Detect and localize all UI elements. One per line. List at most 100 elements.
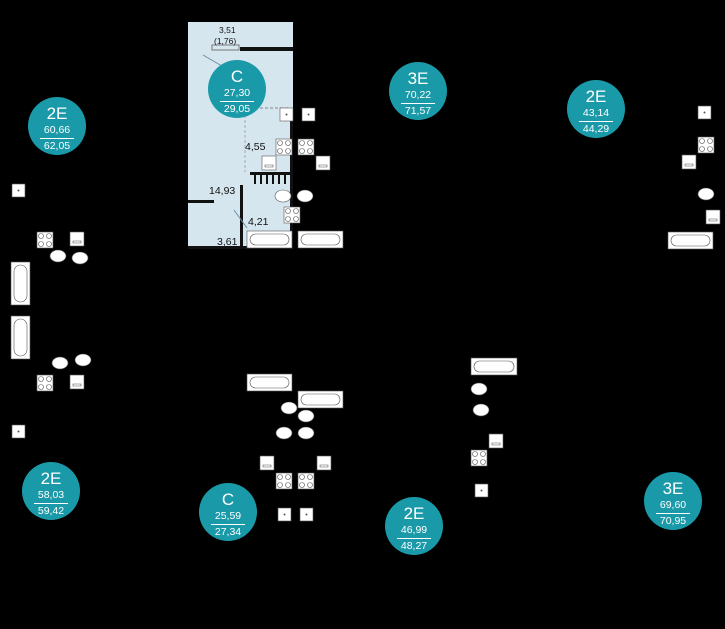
burner-icon [299,140,305,146]
toilet-icon [49,249,67,263]
burner-icon [707,138,713,144]
unit-total-area: 71,57 [404,104,432,117]
burner-icon [699,138,705,144]
room-area-bath: 4,21 [248,216,269,228]
unit-living-area: 46,99 [397,525,431,539]
unit-total-area: 29,05 [223,102,251,115]
unit-living-area: 43,14 [579,108,613,122]
bathtub-inner-icon [670,234,711,247]
toilet-icon [472,403,490,417]
bathtub-icon [246,373,293,392]
bathtub-inner-icon [13,318,28,357]
washbasin-bowl-icon [318,164,328,168]
burner-icon [699,146,705,152]
burner-icon [38,384,44,390]
washbasin-icon [259,455,275,471]
unit-total-area: 27,34 [214,525,242,538]
drain-icon [305,513,308,516]
drain-icon [480,489,483,492]
burner-icon [299,474,305,480]
burner-icon [480,451,486,457]
stove-icon [36,374,54,392]
unit-code: 3E [407,69,429,88]
toilet-icon [297,426,315,440]
unit-badge-c-bottom[interactable]: C 25,59 27,34 [199,483,257,541]
stove-icon [297,138,315,156]
toilet-icon [74,353,92,367]
drain-icon [703,111,706,114]
washbasin-icon [69,231,85,247]
burner-icon [285,208,291,214]
drain-icon [285,113,288,116]
room-area-loggia-reduced: (1,76) [214,36,237,46]
washbasin-bowl-icon [72,240,82,244]
bathtub-icon [667,231,714,250]
toilet-icon [297,409,315,423]
burner-icon [472,459,478,465]
washbasin-icon [69,374,85,390]
unit-living-area: 58,03 [34,490,68,504]
burner-icon [46,376,52,382]
unit-badge-3e-top[interactable]: 3E 70,22 71,57 [389,62,447,120]
drain-icon [17,430,20,433]
washbasin-icon [261,155,277,171]
unit-badge-2e-left[interactable]: 2E 60,66 62,05 [28,97,86,155]
drain-icon [17,189,20,192]
unit-code: 2E [403,504,425,523]
burner-icon [277,140,283,146]
unit-code: C [221,490,235,509]
burner-icon [307,482,313,488]
unit-badge-2e-top-right[interactable]: 2E 43,14 44,29 [567,80,625,138]
bathtub-inner-icon [13,264,28,303]
wall [188,200,214,203]
unit-badge-2e-bottom-left[interactable]: 2E 58,03 59,42 [22,462,80,520]
toilet-icon [296,189,314,203]
unit-code: 2E [40,469,62,488]
bathtub-icon [10,315,31,360]
drain-icon [307,113,310,116]
loggia-railing [211,44,240,51]
room-area-kitchen: 4,55 [245,141,266,153]
loggia-line [202,54,223,67]
burner-icon [285,482,291,488]
burner-icon [480,459,486,465]
burner-icon [277,148,283,154]
burner-icon [285,140,291,146]
wall [290,110,293,249]
burner-icon [299,482,305,488]
burner-icon [277,474,283,480]
toilet-icon [470,382,488,396]
washbasin-bowl-icon [319,464,329,468]
burner-icon [46,233,52,239]
burner-icon [299,148,305,154]
unit-badge-3e-bottom-right[interactable]: 3E 69,60 70,95 [644,472,702,530]
washbasin-icon [315,155,331,171]
unit-code: C [230,67,244,86]
unit-total-area: 48,27 [400,539,428,552]
stove-icon [275,138,293,156]
washbasin-bowl-icon [491,442,501,446]
unit-living-area: 27,30 [220,88,254,102]
unit-badge-c-top[interactable]: C 27,30 29,05 [208,60,266,118]
wall [250,172,290,175]
washbasin-bowl-icon [684,163,694,167]
burner-icon [46,241,52,247]
stove-icon [36,231,54,249]
burner-icon [285,216,291,222]
washbasin-bowl-icon [262,464,272,468]
burner-icon [285,474,291,480]
washbasin-icon [681,154,697,170]
room-area-loggia: 3,51 [219,25,236,35]
burner-icon [285,148,291,154]
washbasin-icon [316,455,332,471]
burner-icon [307,148,313,154]
unit-code: 3E [662,479,684,498]
unit-total-area: 62,05 [43,139,71,152]
burner-icon [307,140,313,146]
hall-line [233,209,248,229]
washbasin-icon [705,209,721,225]
washbasin-bowl-icon [264,164,274,168]
unit-badge-2e-bottom[interactable]: 2E 46,99 48,27 [385,497,443,555]
stair-marker [254,174,286,184]
